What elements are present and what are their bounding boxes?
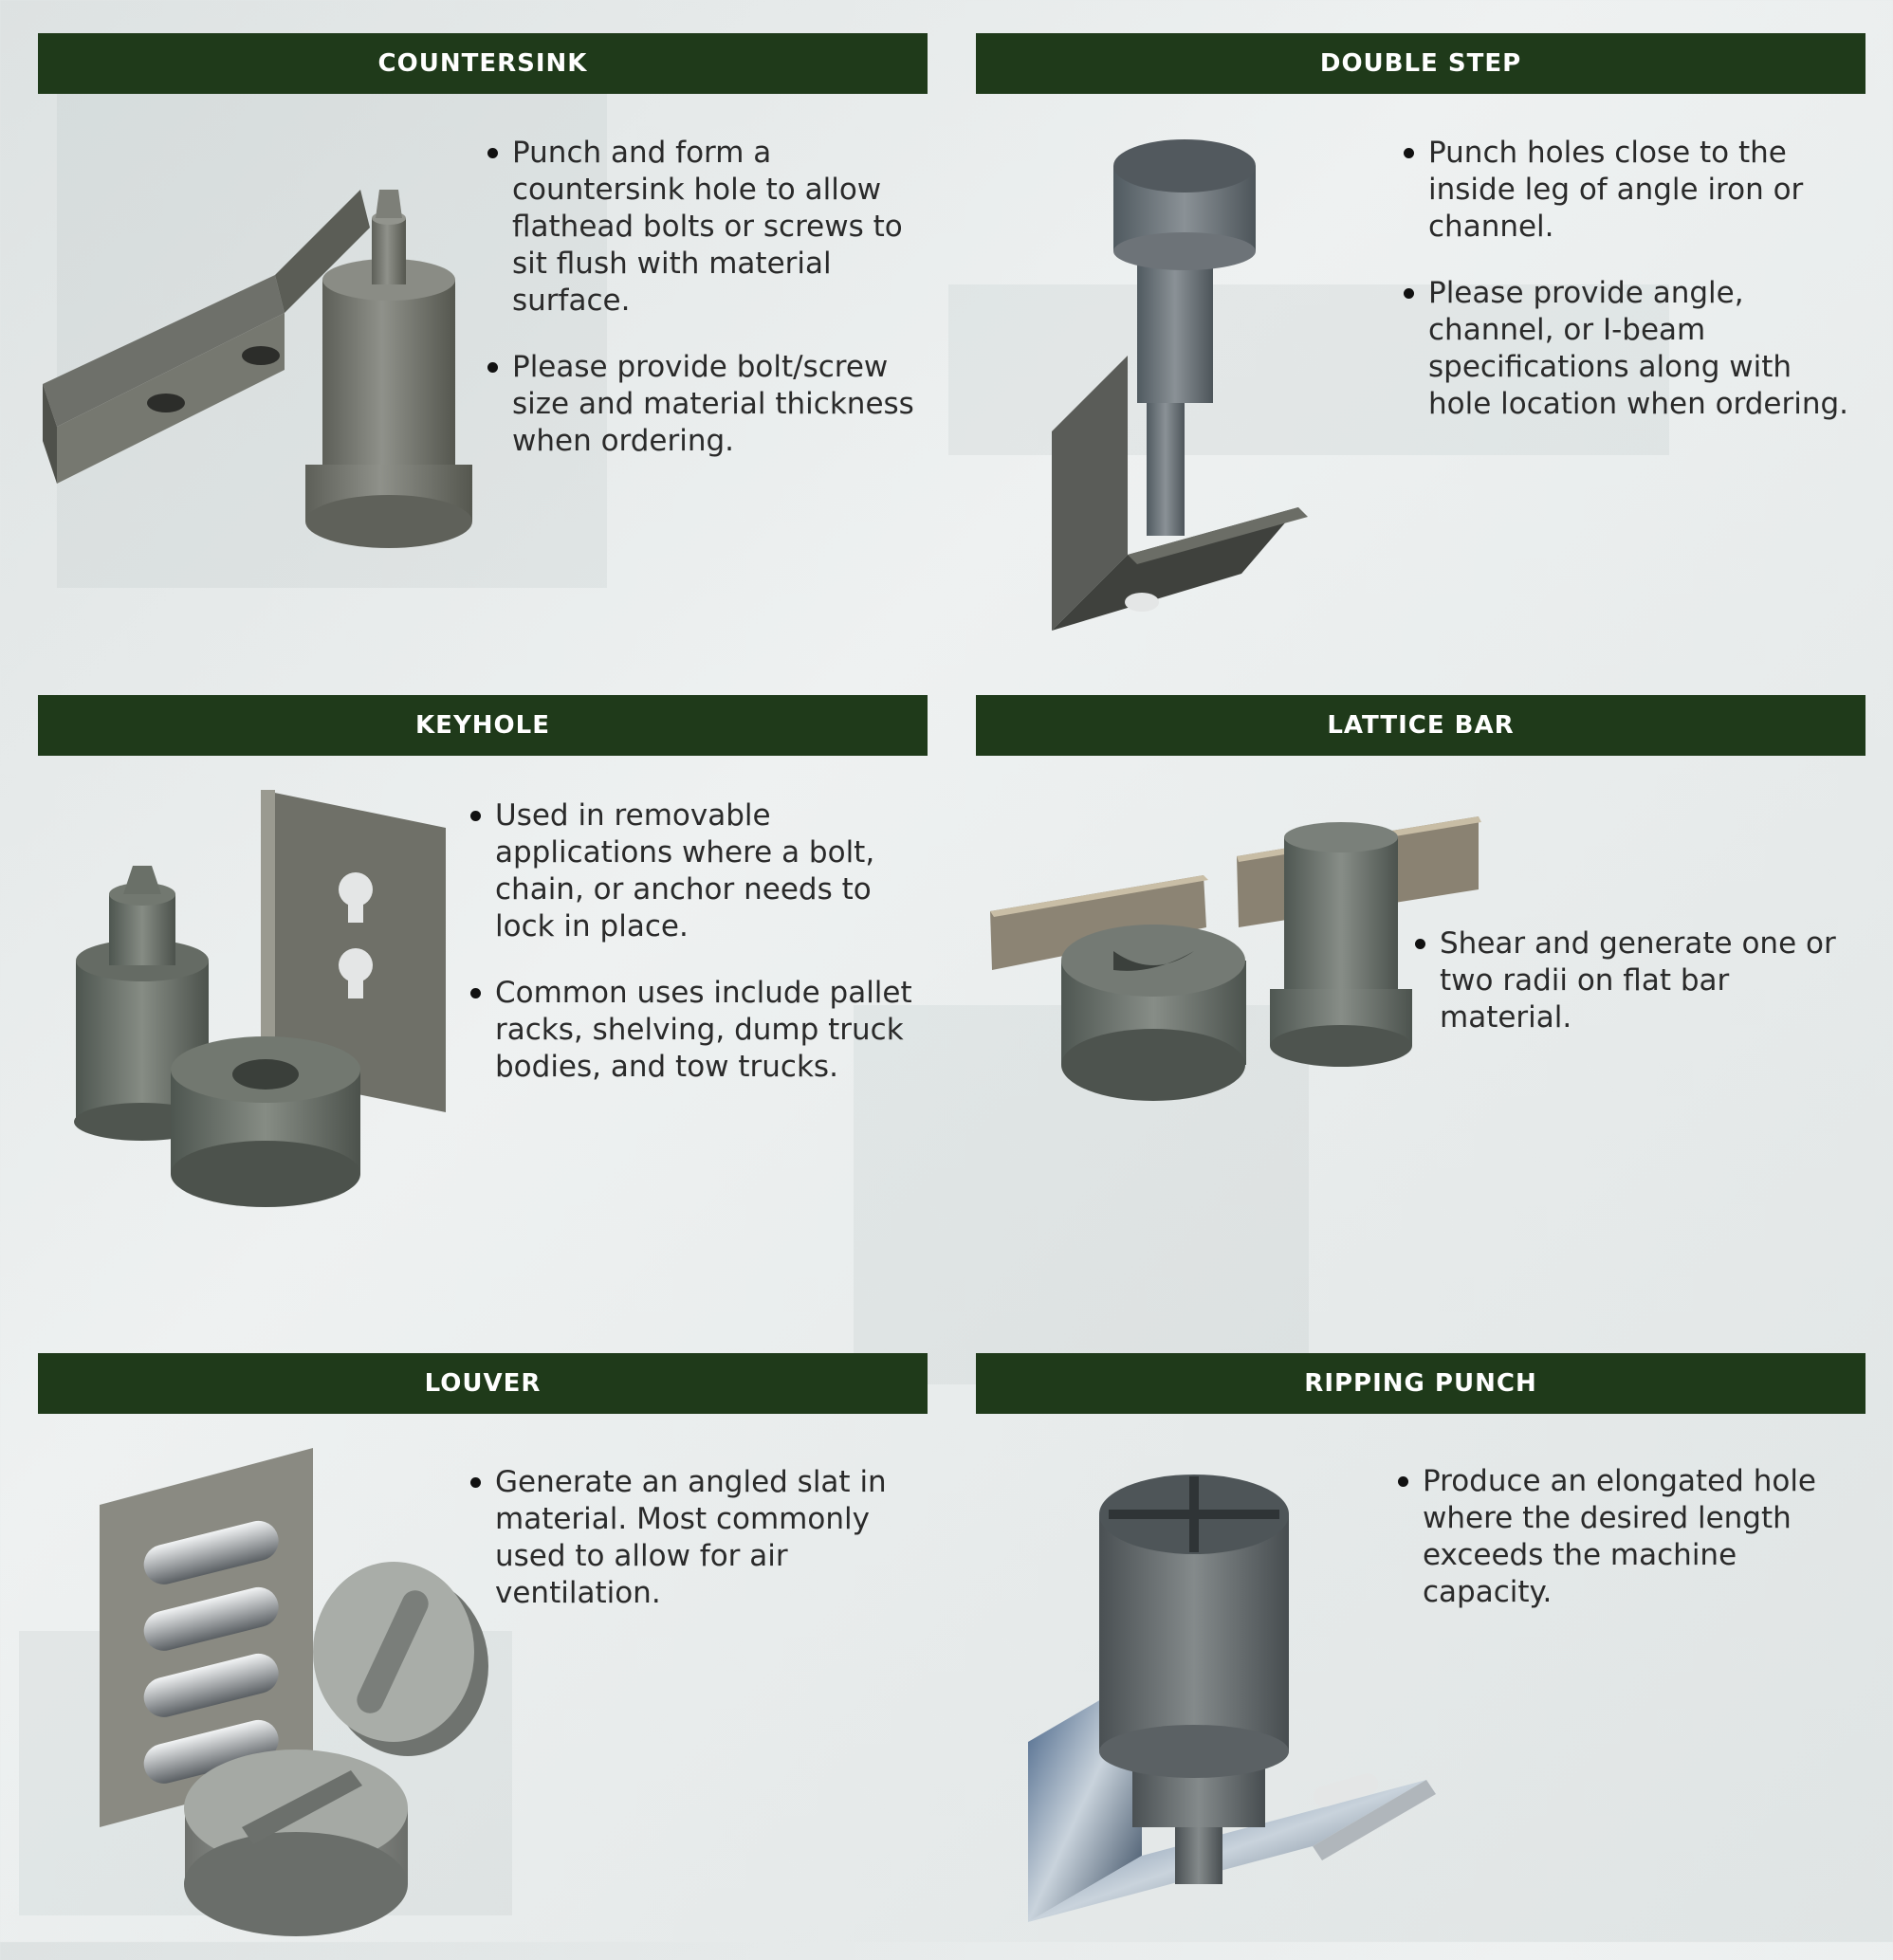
countersink-card: COUNTERSINK Punch and form a countersink… — [38, 33, 928, 640]
countersink-punch-icon — [38, 171, 484, 569]
louver-punch-icon — [95, 1448, 588, 1941]
section-title: RIPPING PUNCH — [976, 1353, 1865, 1414]
bullet-list: Shear and generate one or two radii on f… — [1411, 925, 1865, 1066]
lattice-bar-punch-icon — [990, 809, 1502, 1131]
section-title: LATTICE BAR — [976, 695, 1865, 756]
louver-card: LOUVER Generate an an — [38, 1353, 928, 1960]
bullet-item: Punch and form a countersink hole to all… — [484, 135, 929, 320]
keyhole-punch-icon — [71, 790, 450, 1226]
section-title: KEYHOLE — [38, 695, 928, 756]
ripping-punch-icon — [1028, 1457, 1474, 1932]
bullet-list: Produce an elongated hole where the desi… — [1394, 1463, 1865, 1640]
bullet-list: Punch and form a countersink hole to all… — [484, 135, 929, 489]
section-title: DOUBLE STEP — [976, 33, 1865, 94]
bullet-item: Used in removable applications where a b… — [467, 797, 928, 945]
bullet-item: Generate an angled slat in material. Mos… — [467, 1464, 928, 1612]
bullet-list: Used in removable applications where a b… — [467, 797, 928, 1115]
section-title: LOUVER — [38, 1353, 928, 1414]
bullet-item: Please provide bolt/screw size and mater… — [484, 349, 929, 460]
bullet-item: Produce an elongated hole where the desi… — [1394, 1463, 1865, 1611]
bullet-item: Punch holes close to the inside leg of a… — [1400, 135, 1855, 246]
bullet-list: Generate an angled slat in material. Mos… — [467, 1464, 928, 1641]
double-step-punch-icon — [1052, 137, 1336, 640]
ripping-punch-card: RIPPING PUNCH Produce an elo — [976, 1353, 1865, 1960]
bullet-item: Common uses include pallet racks, shelvi… — [467, 975, 928, 1086]
bullet-item: Please provide angle, channel, or I-beam… — [1400, 275, 1855, 423]
bullet-item: Shear and generate one or two radii on f… — [1411, 925, 1865, 1036]
double-step-card: DOUBLE STEP Punch holes close to the ins… — [976, 33, 1865, 640]
keyhole-card: KEYHOLE Used in remova — [38, 695, 928, 1302]
bullet-list: Punch holes close to the inside leg of a… — [1400, 135, 1855, 452]
section-title: COUNTERSINK — [38, 33, 928, 94]
lattice-bar-card: LATTICE BAR Shear and generate one or tw… — [976, 695, 1865, 1302]
